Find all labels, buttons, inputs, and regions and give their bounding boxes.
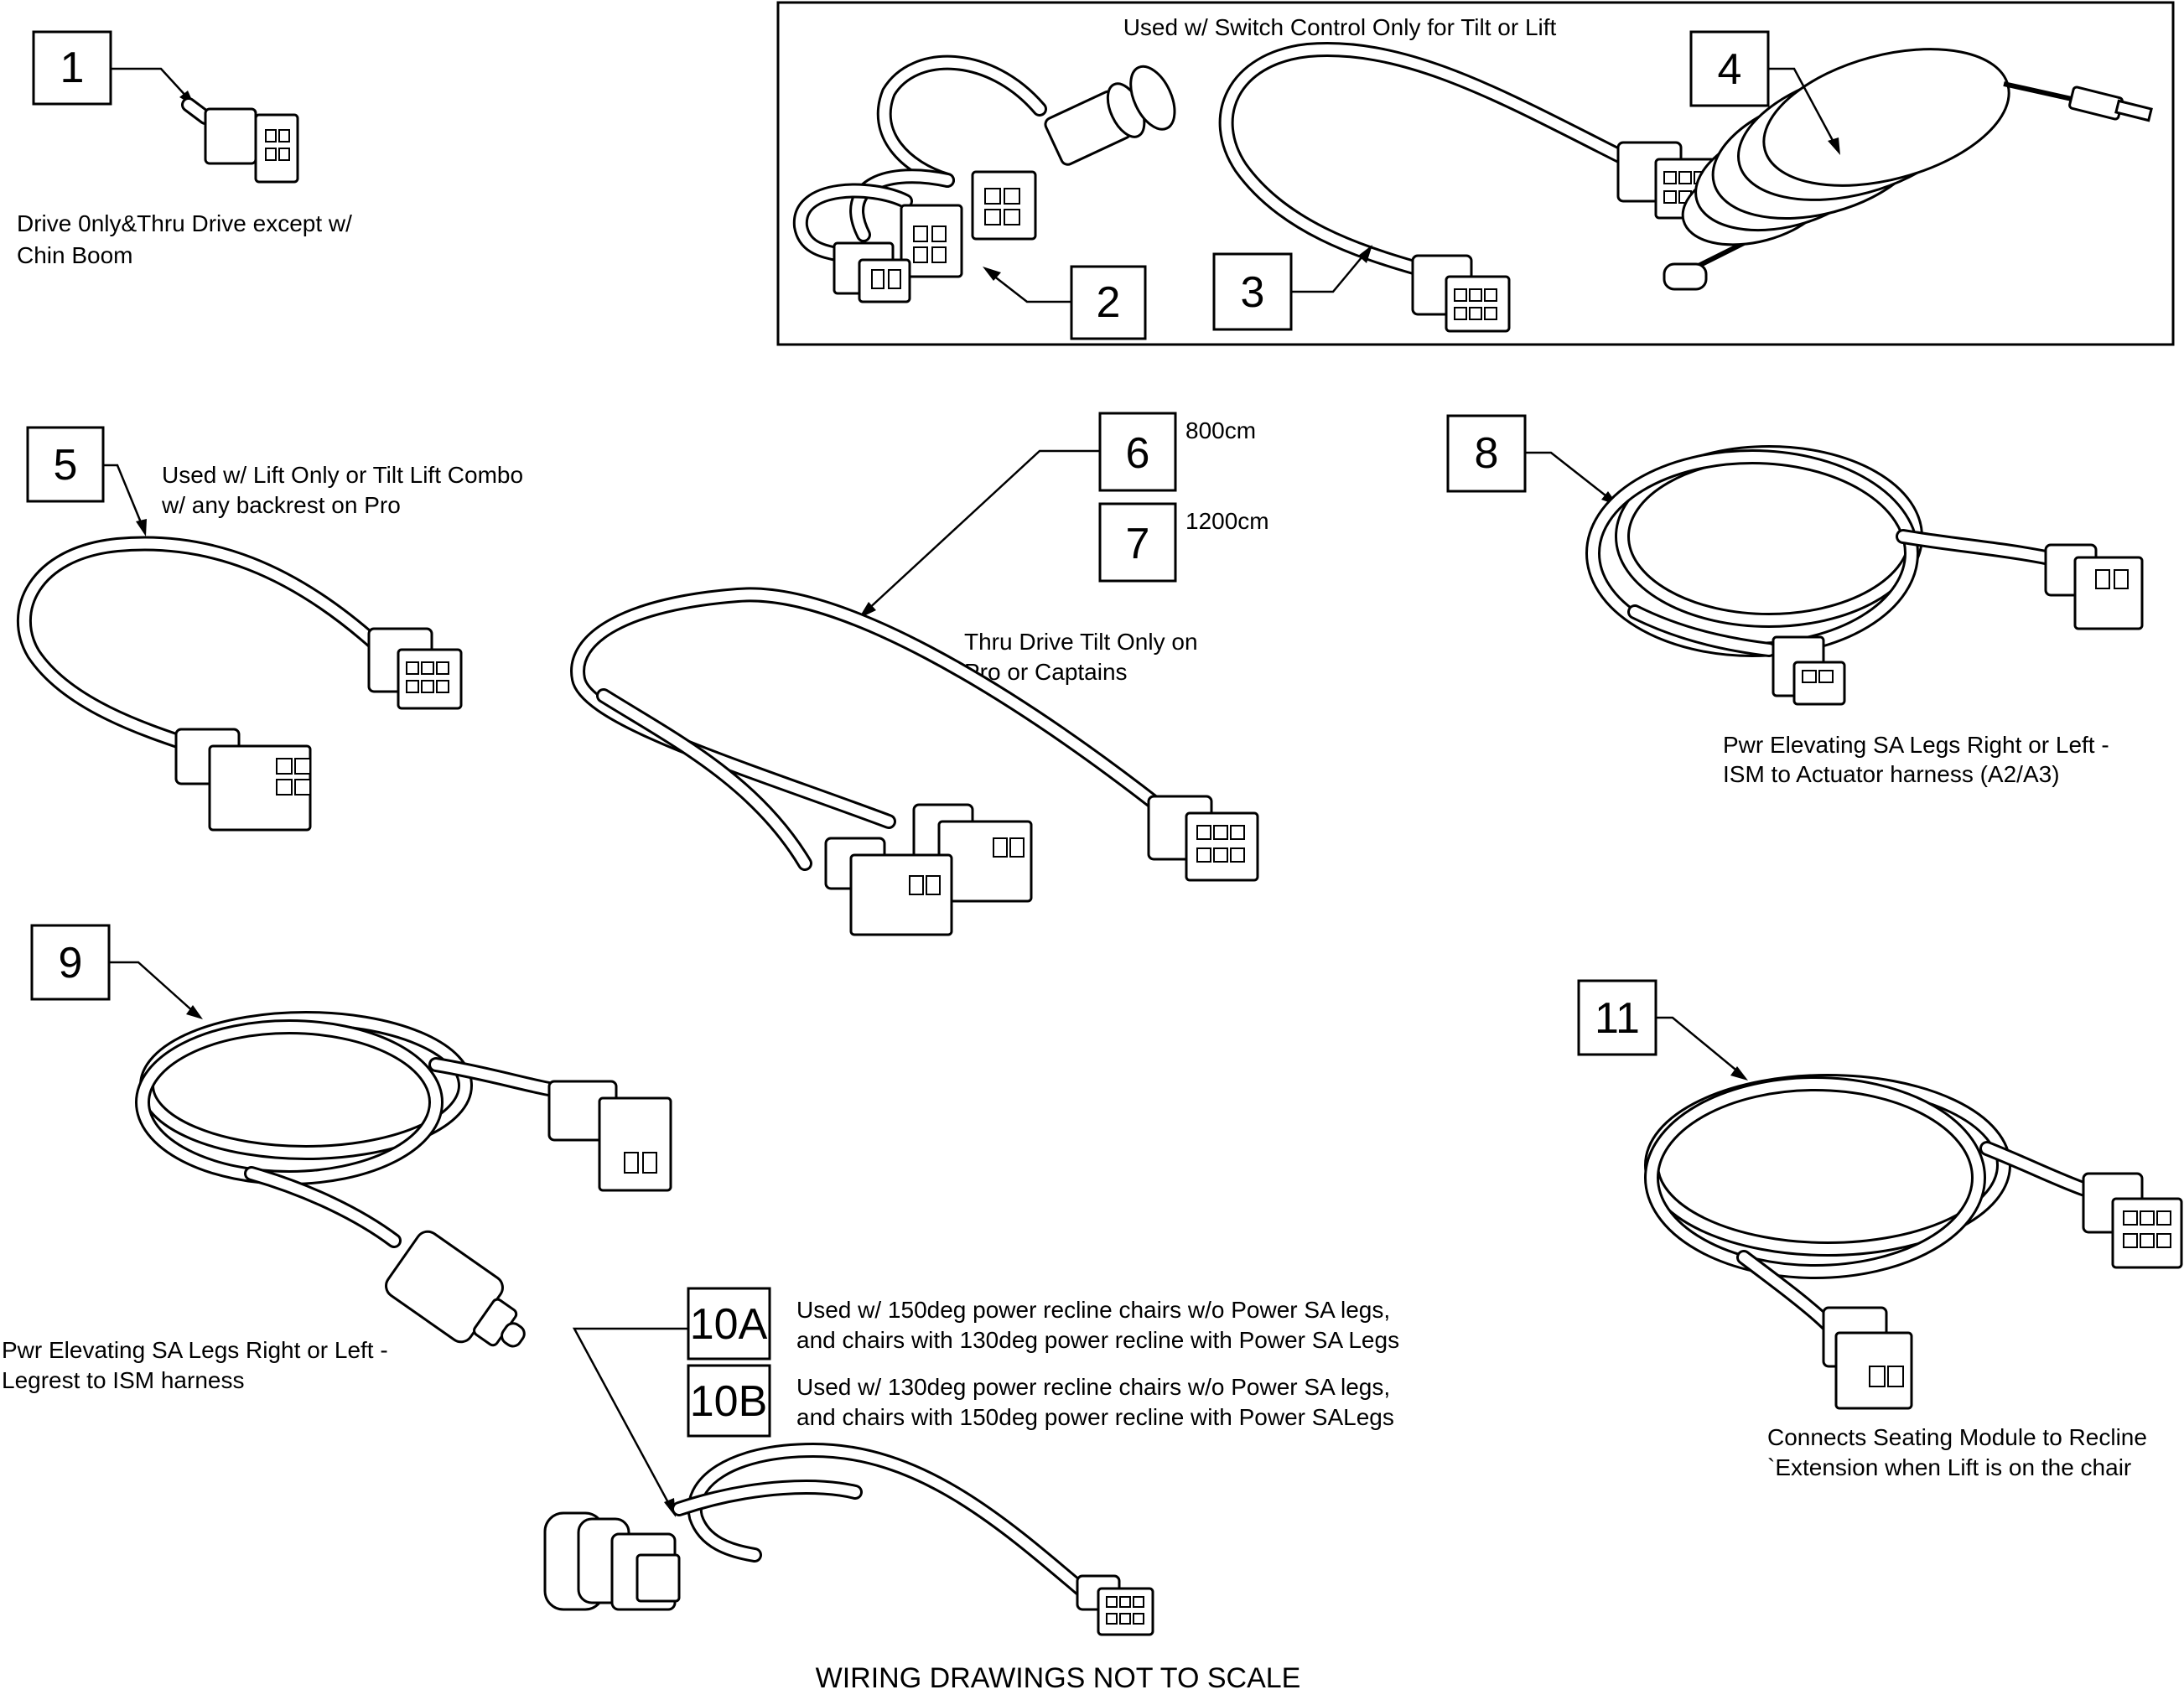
callout-number-2: 2 — [1097, 278, 1121, 327]
item-1-connector: 1 Drive 0nly&Thru Drive except w/ Chin B… — [17, 30, 352, 268]
callout-number-6: 6 — [1126, 429, 1150, 478]
leader-line-5 — [103, 464, 144, 527]
item-3-extension-cable: 3 — [1212, 42, 1716, 333]
callout-box-6 — [1098, 412, 1177, 492]
callout-box-10b — [687, 1364, 771, 1438]
callout-number-5: 5 — [54, 441, 78, 490]
item-10a-label-line-1: Used w/ 150deg power recline chairs w/o … — [796, 1297, 1390, 1323]
item-7-length: 1200cm — [1185, 508, 1269, 534]
leader-line-4 — [1768, 67, 1838, 148]
callout-number-7: 7 — [1126, 520, 1150, 568]
item-10a-label-line-2: and chairs with 130deg power recline wit… — [796, 1327, 1399, 1353]
callout-box-11 — [1577, 979, 1657, 1056]
callout-number-11: 11 — [1595, 994, 1640, 1043]
item-6-7-thru-drive-cable: 6 800cm 7 1200cm Thru Drive Tilt Only on… — [570, 412, 1269, 936]
item-6-length: 800cm — [1185, 417, 1256, 443]
leader-line-6 — [864, 449, 1100, 613]
item-5-label-line-2: w/ any backrest on Pro — [161, 492, 401, 518]
switch-control-group-frame — [776, 1, 2175, 346]
leader-line-9 — [109, 961, 195, 1013]
item-10b-label-line-2: and chairs with 150deg power recline wit… — [796, 1404, 1394, 1430]
item-9-legrest-harness: 9 Pwr Elevating SA Legs Right or Left - … — [2, 924, 672, 1393]
item-5-lift-cable: 5 Used w/ Lift Only or Tilt Lift Combo w… — [16, 426, 523, 832]
callout-box-3 — [1212, 252, 1293, 331]
item-10-recline-cable: 10A 10B Used w/ 150deg power recline cha… — [543, 1287, 1399, 1636]
callout-number-9: 9 — [59, 939, 83, 987]
not-to-scale-note: WIRING DRAWINGS NOT TO SCALE — [816, 1662, 1301, 1694]
callout-box-8 — [1446, 414, 1527, 493]
callout-box-7 — [1098, 502, 1177, 583]
leader-line-2 — [988, 272, 1071, 303]
callout-number-8: 8 — [1475, 429, 1499, 478]
callout-number-1: 1 — [60, 44, 85, 92]
callout-box-1 — [32, 30, 112, 106]
item-6-7-label-line-1: Thru Drive Tilt Only on — [964, 629, 1198, 655]
leader-line-10 — [572, 1327, 688, 1508]
item-1-label-line-2: Chin Boom — [17, 242, 133, 268]
item-10b-label-line-1: Used w/ 130deg power recline chairs w/o … — [796, 1374, 1390, 1400]
callout-box-9 — [30, 924, 111, 1001]
callout-box-4 — [1689, 30, 1770, 107]
item-8-actuator-harness: 8 Pwr Elevating SA Legs Right or Left - … — [1446, 414, 2144, 787]
item-8-label-line-1: Pwr Elevating SA Legs Right or Left - — [1723, 732, 2109, 758]
item-2-y-harness: 2 — [792, 54, 1176, 340]
item-4-coiled-cable: 4 — [1663, 30, 2153, 291]
item-11-recline-extension: 11 Connects Seating Module to Recline `E… — [1577, 979, 2183, 1480]
callout-number-3: 3 — [1241, 268, 1265, 317]
item-5-label-line-1: Used w/ Lift Only or Tilt Lift Combo — [162, 462, 523, 488]
item-8-label-line-2: ISM to Actuator harness (A2/A3) — [1723, 761, 2060, 787]
callout-box-5 — [26, 426, 105, 503]
item-11-label-line-1: Connects Seating Module to Recline — [1767, 1424, 2147, 1450]
item-1-label-line-1: Drive 0nly&Thru Drive except w/ — [17, 210, 352, 236]
callout-number-10a: 10A — [690, 1300, 768, 1349]
item-11-label-line-2: `Extension when Lift is on the chair — [1767, 1454, 2131, 1480]
leader-line-3 — [1291, 251, 1367, 293]
callout-number-10b: 10B — [690, 1377, 768, 1426]
item-9-label-line-1: Pwr Elevating SA Legs Right or Left - — [2, 1337, 388, 1363]
leader-line-8 — [1525, 451, 1611, 500]
leader-line-11 — [1656, 1016, 1740, 1074]
switch-control-group-label: Used w/ Switch Control Only for Tilt or … — [1123, 14, 1557, 40]
callout-number-4: 4 — [1718, 45, 1742, 94]
callout-box-10a — [687, 1287, 771, 1361]
leader-line-1 — [111, 67, 189, 100]
item-9-label-line-2: Legrest to ISM harness — [2, 1367, 244, 1393]
